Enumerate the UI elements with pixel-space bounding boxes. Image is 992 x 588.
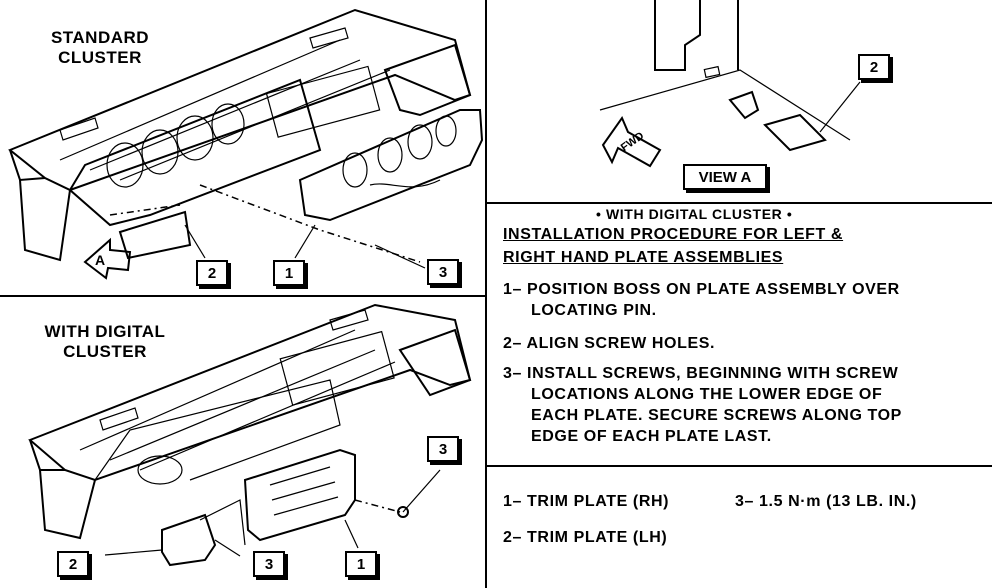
step-2-line1: 2– ALIGN SCREW HOLES.: [503, 335, 716, 352]
step-3-line4: EDGE OF EACH PLATE LAST.: [531, 428, 772, 445]
callout-1-digital: 1: [345, 551, 377, 577]
view-a-detail: [599, 0, 861, 168]
legend-item-2: 2– TRIM PLATE (LH): [503, 529, 668, 546]
standard-label-line1: STANDARD: [50, 28, 150, 47]
legend-item-3: 3– 1.5 N·m (13 LB. IN.): [735, 493, 917, 510]
callout-1-standard: 1: [273, 260, 305, 286]
standard-cluster-label: STANDARD CLUSTER: [40, 28, 160, 68]
step-3-line1: 3– INSTALL SCREWS, BEGINNING WITH SCREW: [503, 365, 899, 382]
callout-3-standard: 3: [427, 259, 459, 285]
step-3-line2: LOCATIONS ALONG THE LOWER EDGE OF: [531, 386, 883, 403]
digital-cluster-label: WITH DIGITAL CLUSTER: [30, 322, 180, 362]
procedure-title-line2: RIGHT HAND PLATE ASSEMBLIES: [503, 249, 784, 266]
callout-3-digital-lower: 3: [253, 551, 285, 577]
digital-label-line1: WITH DIGITAL: [44, 322, 166, 341]
digital-label-line2: CLUSTER: [63, 342, 147, 361]
procedure-header: • WITH DIGITAL CLUSTER •: [596, 206, 793, 222]
step-1-line1: 1– POSITION BOSS ON PLATE ASSEMBLY OVER: [503, 281, 900, 298]
view-a-marker: A: [95, 252, 106, 268]
standard-label-line2: CLUSTER: [58, 48, 142, 67]
legend-item-1: 1– TRIM PLATE (RH): [503, 493, 670, 510]
view-a-title: VIEW A: [683, 164, 767, 190]
callout-2-standard: 2: [196, 260, 228, 286]
digital-cluster-dashboard: [28, 303, 472, 567]
standard-cluster-dashboard: [8, 8, 484, 280]
callout-2-digital: 2: [57, 551, 89, 577]
callout-3-digital-upper: 3: [427, 436, 459, 462]
procedure-title-line1: INSTALLATION PROCEDURE FOR LEFT &: [503, 226, 844, 243]
step-3-line3: EACH PLATE. SECURE SCREWS ALONG TOP: [531, 407, 902, 424]
step-1-line2: LOCATING PIN.: [531, 302, 657, 319]
callout-2-view-a: 2: [858, 54, 890, 80]
